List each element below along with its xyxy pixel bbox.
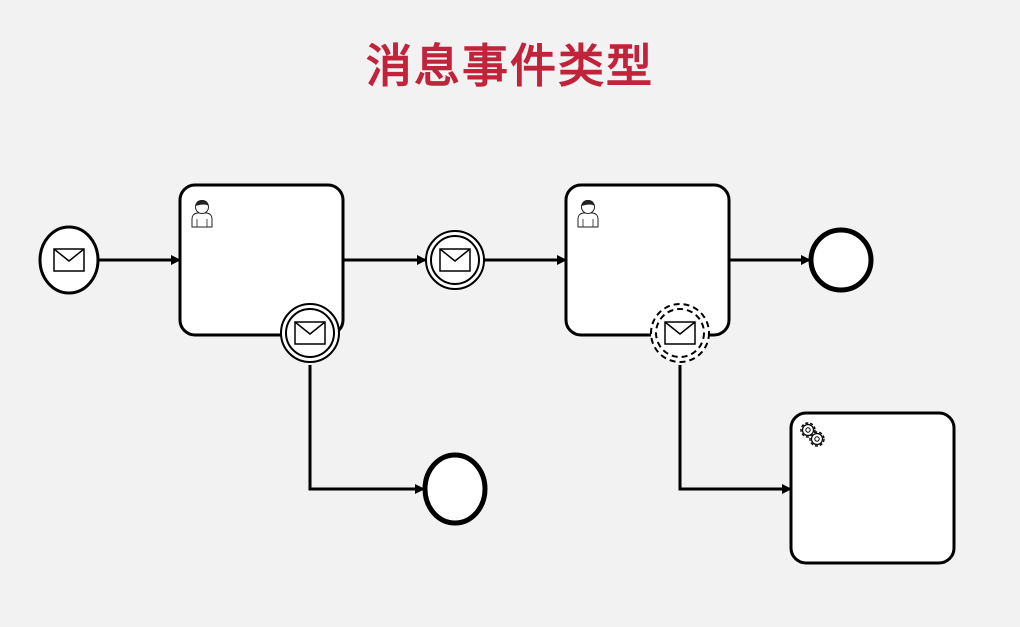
user-task-2[interactable] <box>564 183 731 337</box>
sequence-flows <box>98 255 811 494</box>
page-title: 消息事件类型 <box>366 39 654 93</box>
flow-boundary1-to-end2[interactable] <box>308 365 425 494</box>
flow-boundary2-to-service[interactable] <box>678 365 792 494</box>
user-task-1[interactable] <box>178 183 345 337</box>
intermediate-message-catch[interactable] <box>425 230 485 290</box>
envelope-icon <box>664 321 696 345</box>
end-event-2[interactable] <box>422 452 488 526</box>
service-task[interactable] <box>789 411 956 565</box>
start-message-event[interactable] <box>38 225 100 295</box>
end-event-1[interactable] <box>808 227 874 293</box>
envelope-icon <box>294 321 326 345</box>
envelope-icon <box>53 248 85 272</box>
boundary-message-interrupting[interactable] <box>280 303 340 363</box>
boundary-message-non-interrupting[interactable] <box>650 303 710 363</box>
envelope-icon <box>439 248 471 272</box>
